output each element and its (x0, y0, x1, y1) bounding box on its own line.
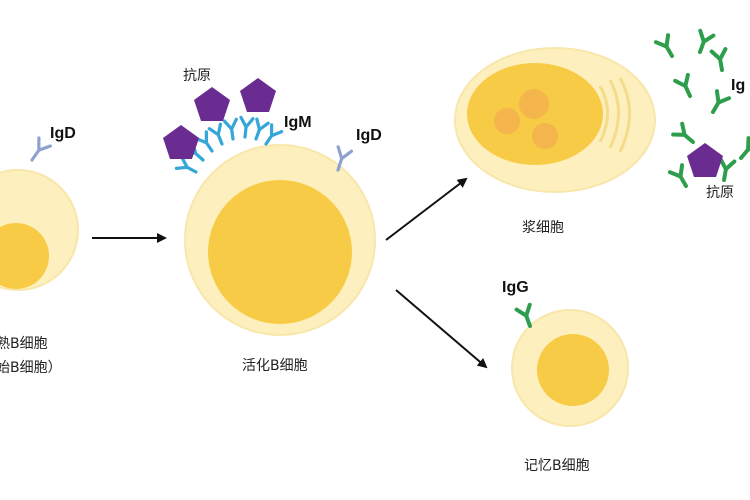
antigen-pentagon-icon (194, 87, 230, 121)
igm-receptor-icon (174, 156, 201, 179)
igg-antibody-icon (653, 33, 681, 62)
activated-igd-label: IgD (356, 127, 382, 144)
igg-antibody-icon (704, 89, 732, 118)
activated-cell-label: 活化B细胞 (242, 358, 308, 374)
naive-b-cell (0, 169, 79, 291)
igg-antibody-icon (673, 72, 699, 101)
endoplasmic-reticulum (608, 79, 620, 149)
igg-antibody-icon (709, 47, 731, 74)
igm-label: IgM (284, 114, 312, 131)
plasma-nucleolus (494, 108, 520, 134)
igm-receptor-icon (207, 122, 230, 148)
plasma-cell-label: 浆细胞 (522, 220, 564, 236)
plasma-nucleolus (532, 123, 558, 149)
naive-igd-label: IgD (50, 125, 76, 142)
plasma-cell (454, 47, 656, 193)
naive-cell-nucleus (0, 223, 49, 289)
igm-receptor-icon (248, 117, 270, 143)
igg-antibody-icon (667, 163, 695, 192)
igg-antibody-icon (671, 121, 700, 150)
plasma-nucleolus (519, 89, 549, 119)
antigen-pentagon-icon (163, 125, 199, 159)
memory-b-cell (511, 309, 629, 427)
memory-cell-label: 记忆B细胞 (524, 458, 590, 474)
antigen-pentagon-icon (687, 143, 723, 177)
endoplasmic-reticulum (598, 85, 609, 143)
igm-receptor-icon (237, 115, 255, 140)
igg-label: IgG (502, 279, 529, 296)
igg-antibody-icon (733, 136, 750, 165)
endoplasmic-reticulum (618, 77, 631, 153)
activated-cell-nucleus (208, 180, 352, 324)
arrow-to-memory-cell-icon (395, 289, 488, 369)
antigen-pentagon-icon (240, 78, 276, 112)
igm-receptor-icon (222, 117, 241, 142)
naive-igd-receptor-icon (24, 136, 52, 166)
antigen-top-label: 抗原 (183, 68, 211, 84)
arrow-to-plasma-cell-icon (385, 177, 468, 241)
activated-b-cell (184, 144, 376, 336)
memory-cell-nucleus (537, 334, 609, 406)
naive-cell-label-line1: 熟B细胞 (0, 336, 48, 352)
antigen-right-label: 抗原 (706, 185, 734, 201)
igm-receptor-icon (194, 130, 219, 156)
igm-receptor-icon (259, 123, 284, 149)
plasma-ig-label: Ig (731, 77, 745, 94)
naive-cell-label-line2: 始B细胞） (0, 360, 62, 376)
